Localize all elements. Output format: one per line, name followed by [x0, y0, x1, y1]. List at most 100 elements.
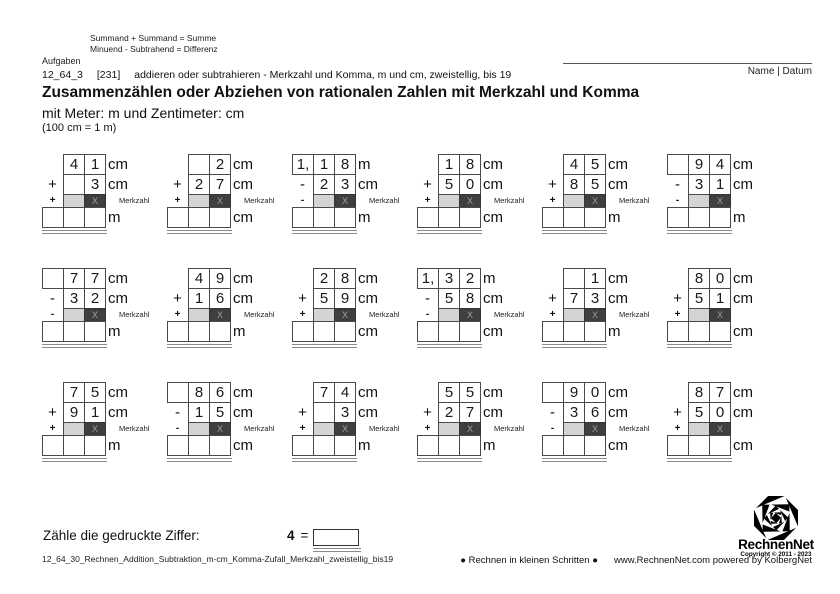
operand2-digit-box: 5	[209, 402, 231, 423]
answer-digit-box	[188, 207, 210, 228]
merkzahl-carry-box	[688, 194, 710, 208]
merkzahl-x-box: X	[709, 308, 731, 322]
operand2-unit: cm	[483, 404, 503, 421]
merkzahl-label: Merkzahl	[244, 196, 275, 205]
operator: +	[548, 290, 557, 307]
merkzahl-x-box: X	[209, 422, 231, 436]
operand2-digit-box: 2	[313, 174, 335, 195]
operand1-digit-box: 1	[584, 268, 606, 289]
answer-digit-box	[167, 321, 189, 342]
task-number: [231]	[96, 69, 121, 81]
merkzahl-label: Merkzahl	[244, 310, 275, 319]
answer-digit-box	[313, 435, 335, 456]
answer-digit-box	[542, 435, 564, 456]
answer-digit-box	[417, 321, 439, 342]
answer-digit-box	[563, 207, 585, 228]
answer-digit-box	[292, 321, 314, 342]
operand1-unit: cm	[608, 270, 628, 287]
merkzahl-x-box: X	[459, 308, 481, 322]
result-unit: m	[608, 209, 621, 226]
operand1-digit-box: 8	[688, 268, 710, 289]
task-description: addieren oder subtrahieren - Merkzahl un…	[134, 69, 512, 81]
merkzahl-label: Merkzahl	[369, 196, 400, 205]
answer-digit-box	[688, 207, 710, 228]
result-unit: m	[108, 323, 121, 340]
merkzahl-x-box: X	[334, 422, 356, 436]
answer-digit-box	[84, 435, 106, 456]
operand2-digit-box: 7	[563, 288, 585, 309]
operand1-unit: cm	[483, 384, 503, 401]
result-unit: cm	[608, 437, 628, 454]
merkzahl-label: Merkzahl	[369, 424, 400, 433]
result-unit: m	[108, 437, 121, 454]
answer-digit-box	[542, 207, 564, 228]
operator: -	[50, 290, 55, 307]
result-underline	[667, 458, 732, 462]
operand1-unit: cm	[608, 156, 628, 173]
operator: -	[425, 290, 430, 307]
name-date-label: Name | Datum	[747, 66, 812, 77]
operand2-digit-box: 7	[209, 174, 231, 195]
operand1-digit-box: 6	[209, 382, 231, 403]
answer-digit-box	[709, 435, 731, 456]
merkzahl-carry-box	[188, 422, 210, 436]
merkzahl-operator: -	[50, 309, 55, 320]
merkzahl-carry-box	[313, 308, 335, 322]
result-underline	[542, 458, 607, 462]
merkzahl-label: Merkzahl	[369, 310, 400, 319]
operand2-unit: cm	[733, 404, 753, 421]
answer-digit-box	[709, 321, 731, 342]
operand1-digit-box: 9	[209, 268, 231, 289]
operand1-unit: cm	[733, 270, 753, 287]
operand2-digit-box: 1	[709, 174, 731, 195]
merkzahl-operator: -	[550, 423, 555, 434]
merkzahl-x-box: X	[459, 194, 481, 208]
result-underline	[292, 458, 357, 462]
merkzahl-x-box: X	[209, 308, 231, 322]
answer-digit-box	[667, 207, 689, 228]
operand2-digit-box: 2	[84, 288, 106, 309]
operand1-unit: cm	[233, 270, 253, 287]
operand1-digit-box: 1,	[417, 268, 439, 289]
operand2-unit: cm	[233, 404, 253, 421]
result-underline	[417, 230, 482, 234]
operator: +	[423, 176, 432, 193]
operand2-digit-box: 3	[688, 174, 710, 195]
operand1-digit-box	[667, 154, 689, 175]
operand1-unit: cm	[233, 156, 253, 173]
operand1-digit-box: 7	[63, 382, 85, 403]
operand1-digit-box: 7	[709, 382, 731, 403]
result-unit: m	[483, 437, 496, 454]
operand2-digit-box: 5	[438, 288, 460, 309]
merkzahl-carry-box	[63, 308, 85, 322]
answer-digit-box	[63, 207, 85, 228]
operand1-digit-box	[42, 268, 64, 289]
result-unit: m	[608, 323, 621, 340]
answer-digit-box	[563, 321, 585, 342]
operand1-digit-box: 8	[459, 154, 481, 175]
result-unit: cm	[733, 323, 753, 340]
answer-digit-box	[63, 321, 85, 342]
merkzahl-x-box: X	[209, 194, 231, 208]
answer-digit-box	[459, 435, 481, 456]
answer-digit-box	[709, 207, 731, 228]
answer-digit-box	[167, 435, 189, 456]
formula-line-1: Summand + Summand = Summe	[90, 33, 217, 43]
merkzahl-operator: +	[174, 195, 181, 206]
operator: +	[673, 290, 682, 307]
result-unit: cm	[733, 437, 753, 454]
answer-digit-box	[334, 435, 356, 456]
operand1-unit: cm	[108, 384, 128, 401]
operand2-digit-box: 3	[63, 288, 85, 309]
merkzahl-operator: -	[425, 309, 430, 320]
operand1-digit-box: 4	[563, 154, 585, 175]
operand1-unit: cm	[733, 156, 753, 173]
answer-digit-box	[42, 321, 64, 342]
result-unit: cm	[483, 209, 503, 226]
operand1-digit-box: 1	[84, 154, 106, 175]
